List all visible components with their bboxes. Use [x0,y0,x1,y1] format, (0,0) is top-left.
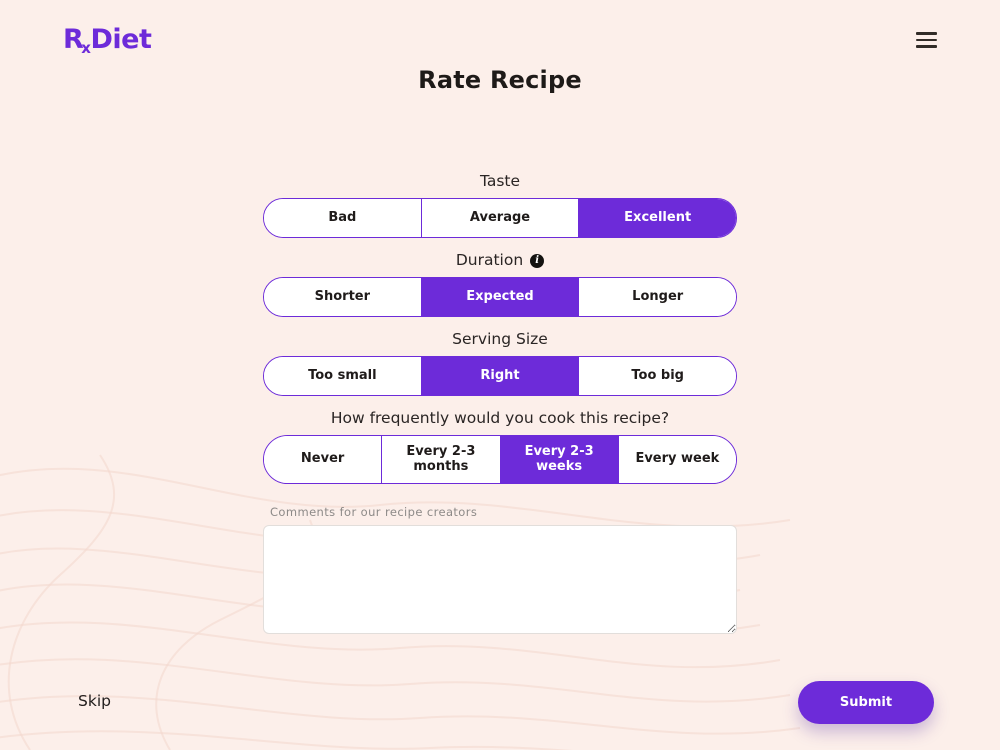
submit-button[interactable]: Submit [798,681,934,724]
logo-diet: Diet [90,23,152,55]
frequency-option-never[interactable]: Never [264,436,382,483]
frequency-label-row: How frequently would you cook this recip… [263,409,737,428]
serving-option-too-big[interactable]: Too big [578,357,736,395]
frequency-option-every-week[interactable]: Every week [617,436,736,483]
duration-option-expected[interactable]: Expected [420,278,579,316]
taste-label: Taste [479,172,521,190]
taste-option-average[interactable]: Average [420,199,579,237]
page-title: Rate Recipe [418,66,582,94]
frequency-segmented-control: Never Every 2-3 months Every 2-3 weeks E… [263,435,737,484]
section-frequency: How frequently would you cook this recip… [263,409,737,484]
duration-option-longer[interactable]: Longer [578,278,736,316]
logo-x-subscript: x [81,38,91,57]
frequency-label: How frequently would you cook this recip… [330,409,670,427]
taste-label-row: Taste [263,172,737,191]
frequency-option-every-2-3-weeks[interactable]: Every 2-3 weeks [499,436,618,483]
hamburger-menu-icon[interactable] [916,24,937,56]
duration-option-shorter[interactable]: Shorter [264,278,421,316]
duration-segmented-control: Shorter Expected Longer [263,277,737,317]
info-icon[interactable]: i [530,253,545,268]
comments-label: Comments for our recipe creators [270,505,478,519]
serving-size-segmented-control: Too small Right Too big [263,356,737,396]
serving-size-label: Serving Size [452,330,548,348]
serving-option-too-small[interactable]: Too small [264,357,421,395]
section-duration: Duration i Shorter Expected Longer [263,251,737,317]
serving-size-label-row: Serving Size [263,330,737,349]
duration-label: Duration [455,251,524,269]
rxdiet-logo[interactable]: RxDiet [63,23,152,57]
section-serving-size: Serving Size Too small Right Too big [263,330,737,396]
app-header: RxDiet [0,0,1000,58]
rate-recipe-form: Taste Bad Average Excellent Duration i S… [263,172,737,634]
section-taste: Taste Bad Average Excellent [263,172,737,238]
taste-option-bad[interactable]: Bad [264,199,421,237]
frequency-option-every-2-3-months[interactable]: Every 2-3 months [381,436,500,483]
logo-r: R [63,23,84,55]
duration-label-row: Duration i [263,251,737,270]
skip-button[interactable]: Skip [78,692,111,710]
taste-segmented-control: Bad Average Excellent [263,198,737,238]
serving-option-right[interactable]: Right [420,357,579,395]
comments-textarea[interactable] [263,525,737,634]
taste-option-excellent[interactable]: Excellent [578,199,736,237]
